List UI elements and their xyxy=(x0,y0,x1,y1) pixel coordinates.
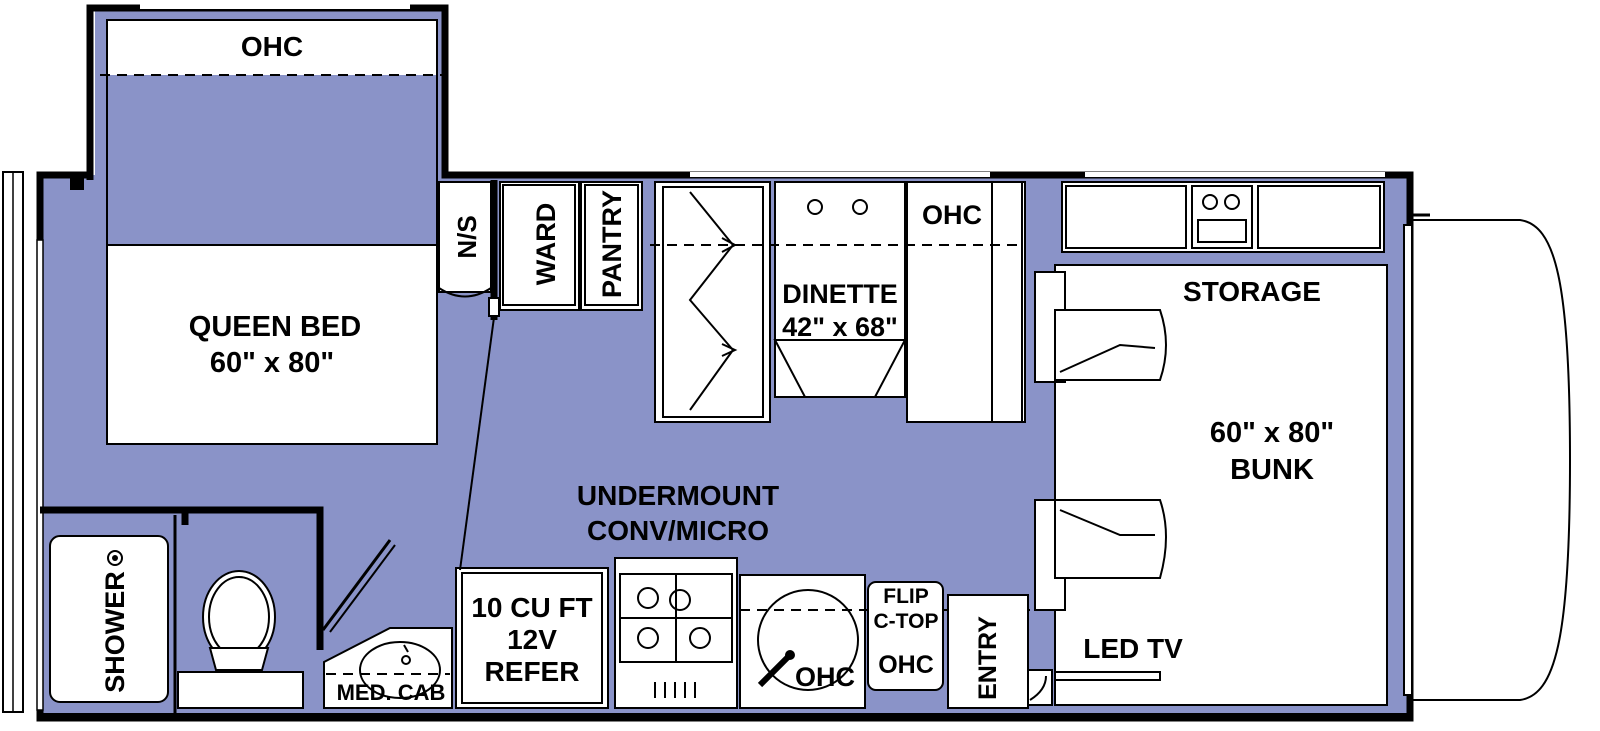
fliptop-line2-label: C-TOP xyxy=(874,610,939,633)
dinette-size-label: 42" x 68" xyxy=(782,312,898,342)
microwave-line2-label: CONV/MICRO xyxy=(587,515,769,546)
refer-line2-label: 12V xyxy=(507,624,557,655)
refer-line3-label: REFER xyxy=(485,656,580,687)
queen-bed-label: QUEEN BED xyxy=(189,311,361,343)
cab-outline xyxy=(1410,219,1572,701)
bathroom-walls xyxy=(40,506,324,715)
led-tv-label: LED TV xyxy=(1083,633,1183,664)
ohc-kitchen-label: OHC xyxy=(795,662,855,692)
wardrobe-label: WARD xyxy=(531,203,561,286)
refer-line1-label: 10 CU FT xyxy=(471,592,592,623)
toilet xyxy=(177,570,304,709)
nightstand-label: N/S xyxy=(452,215,482,258)
storage-label: STORAGE xyxy=(1183,276,1321,307)
dinette xyxy=(650,181,1026,423)
flip-top-counter xyxy=(867,581,944,691)
bathroom-door xyxy=(321,539,396,633)
pantry-label: PANTRY xyxy=(597,190,627,298)
bunk-label: BUNK xyxy=(1230,454,1314,486)
shower-label: SHOWER xyxy=(100,571,130,693)
wardrobe-pantry xyxy=(499,181,643,311)
bunk-size-label: 60" x 80" xyxy=(1210,417,1334,449)
entry-step xyxy=(947,594,1053,709)
fliptop-line1-label: FLIP xyxy=(883,585,929,608)
entry-label: ENTRY xyxy=(974,616,1002,700)
dinette-label: DINETTE xyxy=(782,279,898,309)
queen-bed xyxy=(100,19,445,445)
galley-sink-counter xyxy=(739,574,866,709)
shower xyxy=(49,535,169,703)
med-cab-label: MED. CAB xyxy=(337,680,446,705)
led-tv-shelf xyxy=(1054,671,1161,681)
exterior-walls xyxy=(36,4,1414,722)
cab-seat-driver xyxy=(1034,271,1167,383)
stove xyxy=(614,557,738,709)
lavatory-sink xyxy=(323,627,453,709)
cab-counter xyxy=(1061,181,1385,253)
rear-ladder xyxy=(2,171,24,713)
ohc-dinette-label: OHC xyxy=(922,200,982,230)
refrigerator xyxy=(455,567,609,709)
fliptop-ohc-label: OHC xyxy=(878,651,934,679)
queen-bed-size-label: 60" x 80" xyxy=(210,347,334,379)
cab-seat-passenger xyxy=(1034,499,1167,611)
cab-over-bunk xyxy=(1054,264,1388,706)
microwave-line1-label: UNDERMOUNT xyxy=(577,480,779,511)
ohc-bedroom-label: OHC xyxy=(241,31,303,62)
